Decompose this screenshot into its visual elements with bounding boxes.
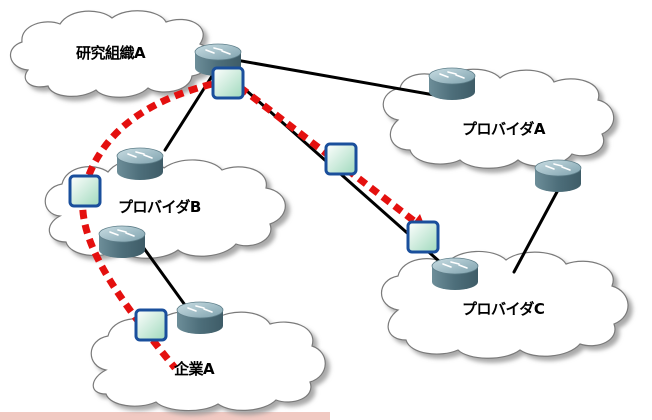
label-provider-c: プロバイダC	[462, 300, 545, 318]
label-provider-b: プロバイダB	[118, 198, 201, 216]
label-company-a: 企業A	[174, 360, 215, 378]
packet-marker-icon	[211, 66, 245, 100]
router-icon	[431, 257, 479, 291]
label-research-org-a: 研究組織A	[76, 44, 146, 62]
packet-marker-icon	[324, 142, 358, 176]
router-icon	[428, 67, 476, 101]
packet-marker-icon	[134, 308, 168, 342]
link-provider-b-company-a	[136, 238, 192, 314]
bottom-strip	[0, 412, 330, 420]
packet-path-to-company-a	[79, 80, 213, 371]
link-research-a-provider-a	[234, 58, 442, 98]
router-icon	[534, 159, 582, 193]
link-provider-a-provider-c	[512, 188, 560, 274]
router-icon	[98, 225, 146, 259]
packet-markers	[68, 66, 440, 342]
router-icon	[176, 301, 224, 335]
cloud-research-org-a	[10, 10, 212, 98]
label-provider-a: プロバイダA	[462, 120, 546, 138]
packet-marker-icon	[406, 220, 440, 254]
router-icon	[116, 147, 164, 181]
packet-marker-icon	[68, 174, 102, 208]
